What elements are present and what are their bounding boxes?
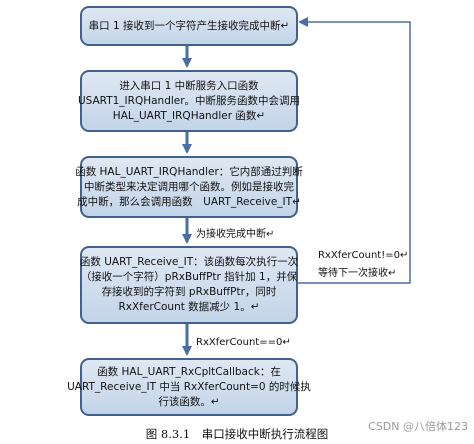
box-5-line-2: UART_Receive_IT 中当 RxXferCount=0 的时候执 xyxy=(67,380,311,393)
box-2-line-2: USART1_IRQHandler。中断服务函数中会调用 xyxy=(77,94,301,107)
box-4-line-1: 函数 UART_Receive_IT：该函数每次执行一次 xyxy=(79,256,299,268)
box-hal-uart-irq-handler: 函数 HAL_UART_IRQHandler：它内部通过判断 中断类型来决定调用… xyxy=(75,156,303,218)
arrow-loop-back xyxy=(298,17,411,284)
box-3-line-1: 函数 HAL_UART_IRQHandler：它内部通过判断 xyxy=(75,165,303,178)
box-uart-receive-it: 函数 UART_Receive_IT：该函数每次执行一次 （接收一个字符）pRx… xyxy=(80,246,298,324)
box-3-line-3: 成中断，那么会调用函数 UART_Receive_IT↵ xyxy=(77,195,301,208)
box-4-line-2: （接收一个字符）pRxBuffPtr 指针加 1，并保 xyxy=(80,271,298,283)
box-3-line-2: 中断类型来决定调用哪个函数。例如是接收完 xyxy=(84,180,294,193)
csdn-watermark: CSDN @八倍体123 xyxy=(368,420,468,433)
box-uart-interrupt: 串口 1 接收到一个字符产生接收完成中断↵ xyxy=(80,6,298,46)
box-4-line-4: RxXferCount 数据减少 1。↵ xyxy=(118,301,260,313)
box-rx-cplt-callback: 函数 HAL_UART_RxCpltCallback：在 UART_Receiv… xyxy=(67,358,311,416)
label-count-not-zero: RxXferCount!=0↵ xyxy=(318,250,409,261)
figure-caption: 图 8.3.1 串口接收中断执行流程图 xyxy=(145,427,329,441)
box-irq-handler-entry: 进入串口 1 中断服务入口函数 USART1_IRQHandler。中断服务函数… xyxy=(77,70,301,132)
box-4-line-3: 存接收到的字符到 pRxBuffPtr，同时 xyxy=(101,286,277,298)
box-2-line-1: 进入串口 1 中断服务入口函数 xyxy=(119,79,259,92)
box-1-line-1: 串口 1 接收到一个字符产生接收完成中断↵ xyxy=(88,19,290,32)
label-wait-next-receive: 等待下一次接收↵ xyxy=(318,268,397,279)
box-5-line-3: 行该函数。↵ xyxy=(158,395,220,408)
box-5-line-1: 函数 HAL_UART_RxCpltCallback：在 xyxy=(97,365,281,378)
box-2-line-3: HAL_UART_IRQHandler 函数↵ xyxy=(112,109,266,122)
label-count-zero: RxXferCount==0↵ xyxy=(196,337,291,348)
label-receive-complete: 为接收完成中断↵ xyxy=(196,229,275,240)
